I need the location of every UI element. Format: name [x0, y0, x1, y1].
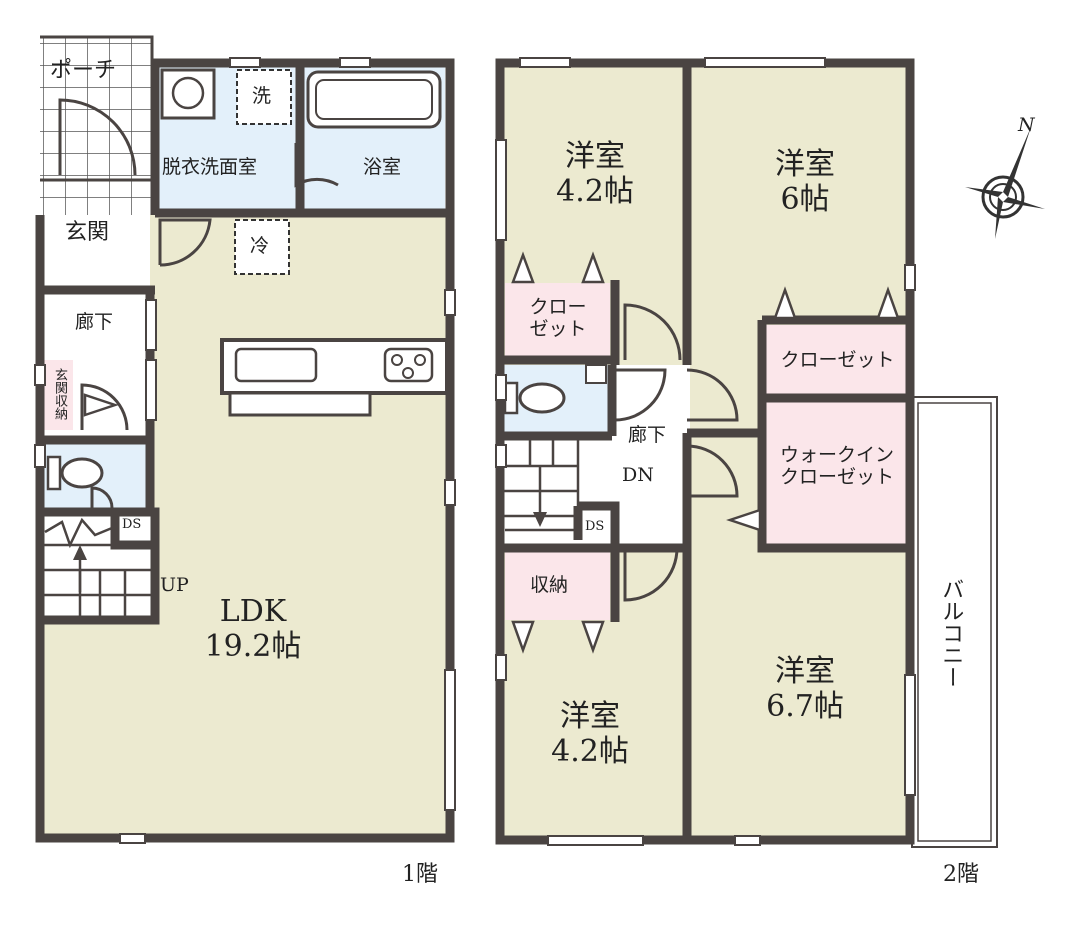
- windows-1f: [34, 57, 456, 844]
- label-storage-2f: 収納: [530, 574, 569, 596]
- label-hallway-2f: 廊下: [628, 424, 667, 446]
- closet-small: [505, 283, 610, 358]
- compass-north-label: N: [1018, 114, 1035, 136]
- stove-icon: [383, 347, 434, 383]
- hallway-2f: [610, 365, 685, 548]
- doors-1f: [58, 98, 339, 509]
- label-hallway-1f: 廊下: [75, 311, 114, 333]
- label-room-nw: 洋室 4.2帖: [550, 139, 640, 209]
- label-shoe-storage: 玄関収納: [51, 368, 67, 420]
- toilet-2f-icon: [518, 382, 566, 414]
- label-ldk: LDK 19.2帖: [198, 594, 308, 664]
- label-balcony: バルコニー: [938, 578, 964, 688]
- closet-doors: [511, 251, 900, 654]
- staircase-2f: [503, 440, 580, 532]
- shoe-storage: [43, 360, 73, 430]
- label-ldk-size: 19.2帖: [204, 628, 302, 664]
- entrance-arrow-icon: [83, 393, 119, 417]
- label-stairs-down: DN: [622, 464, 654, 486]
- label-walkin-2: クローゼット: [779, 465, 894, 488]
- label-ds-2f: DS: [585, 519, 605, 534]
- label-room-nw-size: 4.2帖: [556, 173, 634, 209]
- toilet-icon: [60, 457, 104, 489]
- label-closet-small-2: ゼット: [529, 317, 587, 340]
- label-fridge: 冷: [250, 235, 270, 257]
- label-washroom: 脱衣洗面室: [162, 156, 258, 178]
- floor-2-label: 2階: [943, 862, 979, 887]
- walkin-closet: [765, 400, 908, 548]
- label-room-se-name: 洋室: [775, 654, 835, 689]
- label-room-ne-size: 6帖: [780, 181, 830, 217]
- storage-2f: [505, 552, 610, 620]
- windows-2f: [495, 57, 916, 846]
- label-entrance: 玄関: [65, 220, 110, 245]
- label-room-nw-name: 洋室: [565, 139, 625, 174]
- floor-2: [495, 57, 998, 848]
- doors-2f: [614, 303, 739, 602]
- hall-extension: [685, 433, 765, 548]
- label-room-ne-name: 洋室: [775, 147, 835, 182]
- label-ds-1f: DS: [122, 517, 142, 532]
- balcony-area: [911, 396, 998, 848]
- label-room-sw-name: 洋室: [560, 699, 620, 734]
- label-room-sw-size: 4.2帖: [551, 733, 629, 769]
- label-closet-right: クローゼット: [780, 349, 895, 371]
- label-closet-small: クロー ゼット: [518, 296, 598, 341]
- label-stairs-up: UP: [160, 574, 189, 596]
- compass-icon: [965, 127, 1045, 239]
- closet-right: [765, 325, 908, 397]
- label-walkin-1: ウォークイン: [779, 444, 894, 466]
- fridge-space: [234, 219, 290, 275]
- label-closet-small-1: クロー: [529, 296, 587, 318]
- washer-space: [236, 69, 292, 125]
- label-ldk-name: LDK: [219, 594, 287, 629]
- floor-1-label: 1階: [402, 862, 438, 887]
- staircase-1f: [43, 517, 155, 620]
- label-room-se: 洋室 6.7帖: [750, 654, 860, 724]
- bathtub: [306, 70, 442, 129]
- room-se: [690, 548, 910, 840]
- label-room-ne: 洋室 6帖: [755, 147, 855, 217]
- label-room-se-size: 6.7帖: [766, 688, 844, 724]
- label-bathroom: 浴室: [363, 156, 402, 178]
- label-washer: 洗: [252, 85, 272, 107]
- label-walkin-closet: ウォークイン クローゼット: [772, 444, 902, 489]
- label-porch: ポーチ: [50, 58, 117, 83]
- label-room-sw: 洋室 4.2帖: [545, 699, 635, 769]
- floor-1: [34, 35, 456, 844]
